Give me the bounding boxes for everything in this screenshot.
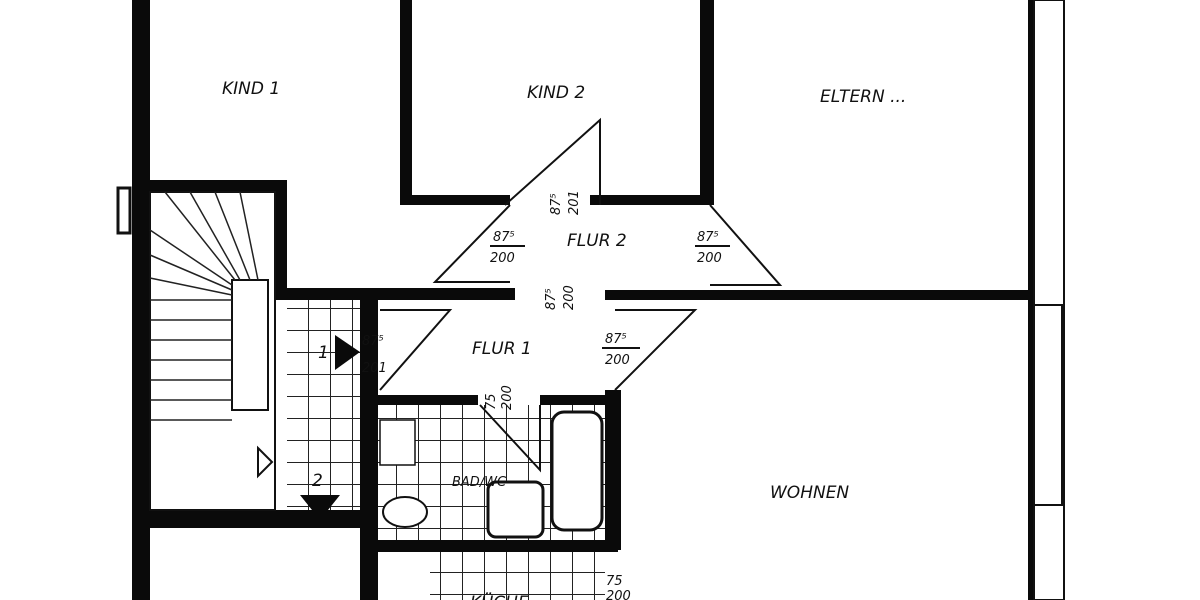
door-dimension: 87⁵ 200: [695, 230, 730, 266]
svg-text:87⁵: 87⁵: [362, 334, 384, 349]
door-dimension: 87⁵ 200: [490, 230, 525, 266]
room-label-kind1: KIND 1: [222, 79, 280, 99]
svg-text:87⁵: 87⁵: [544, 288, 559, 310]
staircase: [149, 191, 276, 511]
svg-text:87⁵: 87⁵: [605, 332, 627, 347]
svg-text:200: 200: [606, 589, 631, 600]
walls: [132, 0, 1065, 600]
room-label-eltern: ELTERN ...: [820, 87, 906, 107]
room-label-wohnen: WOHNEN: [770, 483, 849, 503]
door-swings: [379, 117, 783, 473]
bathtub: [550, 410, 604, 532]
room-label-kind2: KIND 2: [527, 83, 585, 103]
room-label-kueche: KÜCHE: [470, 591, 529, 600]
stair-up-mark: 1: [318, 343, 329, 363]
svg-text:200: 200: [605, 353, 630, 368]
svg-text:75: 75: [606, 574, 623, 589]
svg-text:200: 200: [562, 285, 577, 310]
svg-text:201: 201: [567, 190, 582, 215]
room-label-flur1: FLUR 1: [472, 339, 532, 359]
stair-landing-tiles: [287, 300, 360, 510]
svg-text:200: 200: [500, 385, 515, 410]
kitchen-tiles: [430, 552, 605, 600]
door-dimension: 75 200: [484, 385, 515, 410]
shower-tray: [486, 480, 545, 539]
room-label-bad: BAD/WC: [452, 475, 507, 490]
svg-text:200: 200: [697, 251, 722, 266]
toilet: [382, 496, 428, 528]
door-dimension: 87⁵ 201: [549, 190, 582, 215]
sink: [379, 419, 416, 466]
svg-text:87⁵: 87⁵: [697, 230, 719, 245]
stair-arrow-icon: [257, 445, 274, 479]
door-dimension: 87⁵ 200: [544, 285, 577, 310]
stair-down-arrow-icon: [300, 495, 340, 520]
svg-text:200: 200: [490, 251, 515, 266]
door-dimension: 75 200: [606, 574, 631, 600]
door-dimension: 87⁵ 201: [362, 334, 387, 376]
svg-text:75: 75: [484, 393, 499, 410]
stair-up-arrow-icon: [335, 335, 360, 370]
svg-text:201: 201: [362, 361, 387, 376]
svg-text:87⁵: 87⁵: [549, 193, 564, 215]
door-dimension: 87⁵ 200: [602, 332, 640, 368]
room-label-flur2: FLUR 2: [567, 231, 627, 251]
stair-down-mark: 2: [312, 471, 323, 491]
svg-text:87⁵: 87⁵: [493, 230, 515, 245]
wall-bracket: [116, 186, 132, 235]
